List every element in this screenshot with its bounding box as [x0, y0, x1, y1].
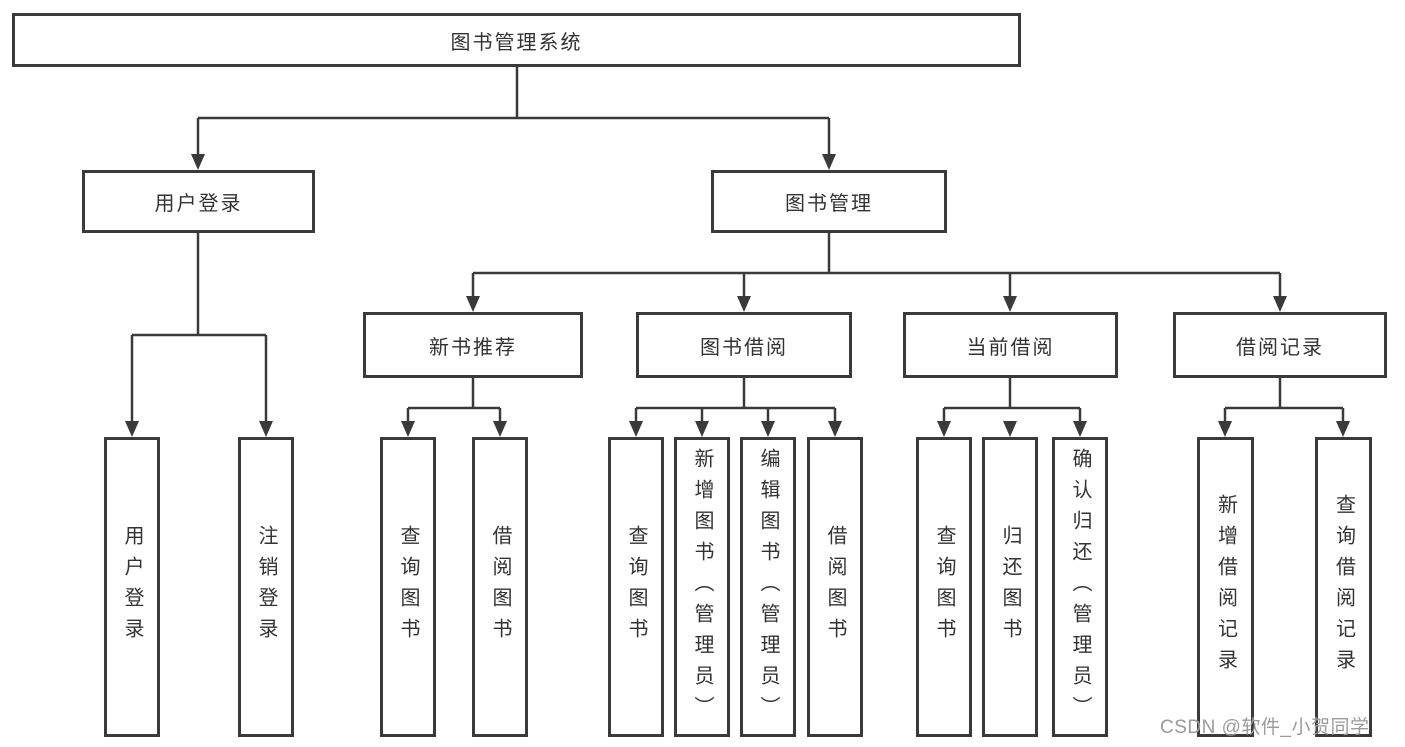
node-user-login: 用户登录 [82, 170, 315, 233]
leaf-edit-books-admin: 编辑图书（管理员） [740, 437, 796, 737]
node-new-book-recommendation: 新书推荐 [363, 312, 583, 378]
leaf-user-login: 用户登录 [104, 437, 160, 737]
node-root: 图书管理系统 [12, 13, 1021, 67]
leaf-confirm-return-admin: 确认归还（管理员） [1052, 437, 1108, 737]
leaf-return-books: 归还图书 [982, 437, 1038, 737]
leaf-add-borrow-record: 新增借阅记录 [1197, 437, 1254, 737]
node-current-borrowing: 当前借阅 [903, 312, 1118, 378]
leaf-query-borrow-record: 查询借阅记录 [1315, 437, 1372, 737]
node-book-borrowing: 图书借阅 [636, 312, 852, 378]
leaf-add-books-admin: 新增图书（管理员） [674, 437, 730, 737]
leaf-borrow-books: 借阅图书 [807, 437, 863, 737]
csdn-watermark: CSDN @软件_小贺同学 [1160, 717, 1370, 738]
leaf-query-books-current: 查询图书 [916, 437, 972, 737]
node-book-management: 图书管理 [711, 170, 947, 233]
leaf-logout: 注销登录 [238, 437, 294, 737]
node-borrowing-records: 借阅记录 [1173, 312, 1387, 378]
leaf-query-books-borrowing: 查询图书 [608, 437, 664, 737]
leaf-query-books-recommend: 查询图书 [380, 437, 436, 737]
leaf-borrow-books-recommend: 借阅图书 [472, 437, 528, 737]
